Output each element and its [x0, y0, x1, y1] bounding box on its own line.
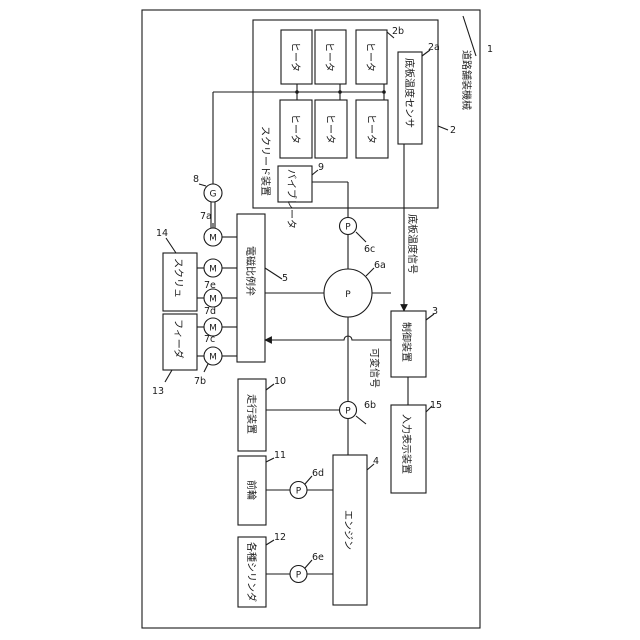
- pump-6b-symbol: P: [345, 407, 351, 417]
- pump-6d-symbol: P: [296, 487, 302, 497]
- motor-7b-symbol: M: [209, 353, 217, 363]
- temperature-sensor-ref: 2a: [428, 42, 440, 53]
- heater-top-3-label: ヒータ: [364, 42, 376, 72]
- proportional-valve-ref: 5: [282, 273, 288, 284]
- screw-ref: 14: [156, 228, 168, 239]
- controller-ref: 3: [432, 306, 438, 317]
- heater-ref: 2b: [392, 26, 404, 37]
- cylinders-label: 各種シリンダ: [245, 542, 258, 602]
- heater-top-2-label: ヒータ: [323, 42, 335, 72]
- display-ref: 15: [430, 400, 442, 411]
- motor-7b-ref: 7b: [194, 376, 206, 387]
- screed-label: スクリード装置: [259, 126, 272, 196]
- front-wheel-label: 前輪: [245, 480, 258, 500]
- vibrator-label: バイブレータ: [285, 169, 298, 229]
- screed-ref: 2: [450, 125, 456, 136]
- machine-ref: 1: [487, 44, 493, 55]
- motor-7e-symbol: M: [209, 265, 217, 275]
- screw-label: スクリュ: [172, 258, 184, 298]
- heater-bottom-1-label: ヒータ: [289, 114, 301, 144]
- heater-bottom-3-label: ヒータ: [365, 114, 377, 144]
- pump-6c-symbol: P: [345, 223, 351, 233]
- pump-6c-ref: 6c: [364, 244, 375, 255]
- pump-6a-symbol: P: [345, 290, 351, 300]
- vibrator-ref: 9: [318, 162, 324, 173]
- front-wheel-ref: 11: [274, 450, 286, 461]
- display-label: 入力表示装置: [400, 414, 413, 474]
- machine-label: 道路舗装機械: [460, 50, 473, 110]
- motor-7c-ref: 7c: [204, 334, 215, 345]
- proportional-valve-label: 電磁比例弁: [244, 246, 257, 296]
- pump-6d-ref: 6d: [312, 468, 324, 479]
- heater-top-1-label: ヒータ: [289, 42, 301, 72]
- pump-6e-ref: 6e: [312, 552, 324, 563]
- motor-7d-symbol: M: [209, 295, 217, 305]
- engine-label: エンジン: [342, 510, 353, 550]
- generator-ref: 8: [193, 174, 199, 185]
- motor-7c-symbol: M: [209, 324, 217, 334]
- feeder-ref: 13: [152, 386, 164, 397]
- variable-signal-label: 可変信号: [368, 348, 381, 388]
- temp-signal-label: 底板温度信号: [406, 214, 419, 274]
- pump-6a-ref: 6a: [374, 260, 386, 271]
- cylinders-ref: 12: [274, 532, 286, 543]
- pump-6b-ref: 6b: [364, 400, 376, 411]
- generator-symbol: G: [210, 190, 217, 200]
- heater-bottom-2-label: ヒータ: [324, 114, 336, 144]
- travel-label: 走行装置: [245, 394, 258, 434]
- engine-ref: 4: [373, 456, 379, 467]
- pump-6e-symbol: P: [296, 571, 302, 581]
- feeder-label: フィーダ: [172, 319, 185, 359]
- motor-7d-ref: 7d: [204, 306, 216, 317]
- travel-ref: 10: [274, 376, 286, 387]
- controller-label: 制御装置: [400, 322, 413, 362]
- motor-7a-ref: 7a: [200, 211, 212, 222]
- temperature-sensor-label: 底板温度センサ: [403, 58, 416, 128]
- motor-7a-symbol: M: [209, 234, 217, 244]
